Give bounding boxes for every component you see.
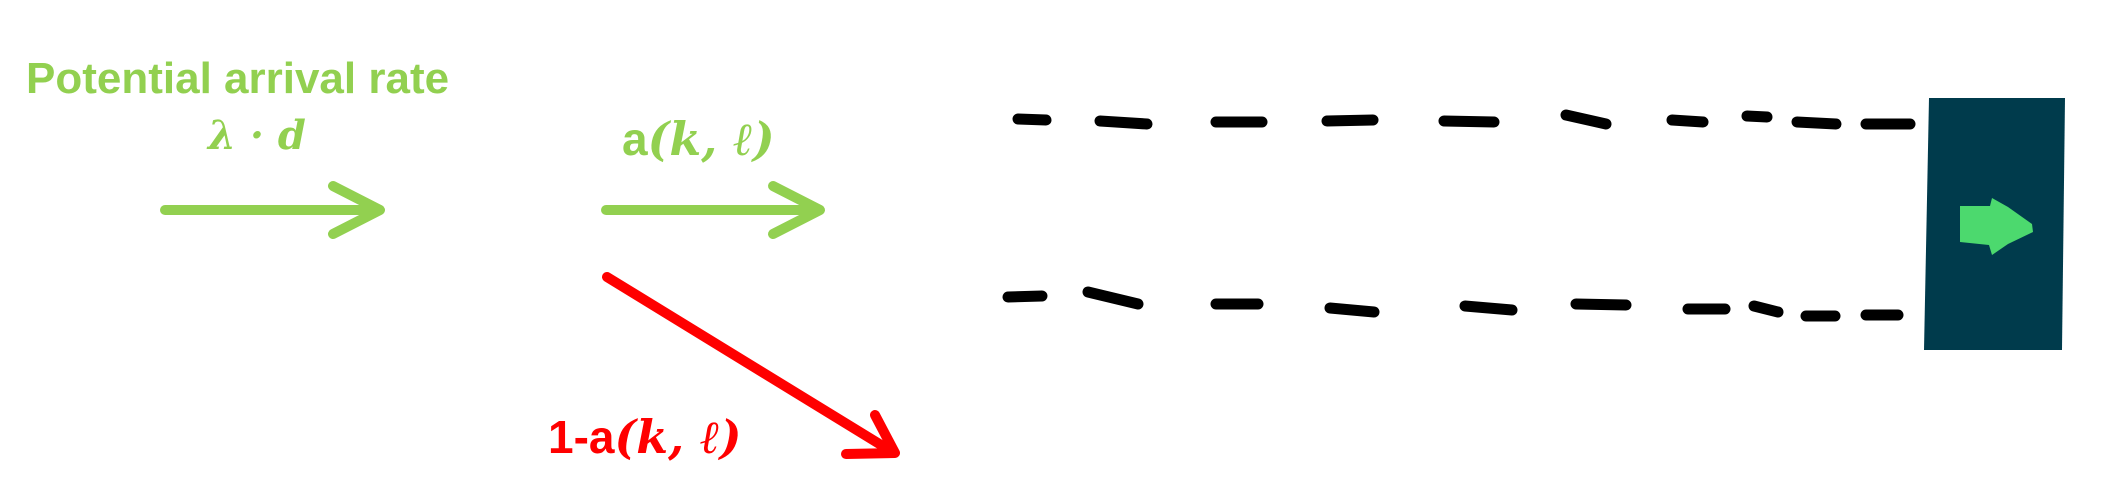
accepted-arrow: [601, 181, 825, 239]
reject-prefix: 1-a: [548, 411, 615, 463]
queue-top-boundary: [1012, 109, 1916, 130]
acceptance-probability-label: a(k, ℓ): [622, 112, 775, 166]
accept-args: (k, ℓ): [647, 112, 775, 166]
queue-bottom-boundary: [1002, 286, 1904, 322]
accept-prefix: a: [622, 113, 648, 165]
reject-args: (k, ℓ): [614, 410, 742, 464]
potential-arrival-arrow: [160, 181, 385, 239]
potential-rate-formula: λ · d: [208, 112, 306, 159]
lambda-d-expression: λ · d: [208, 112, 306, 159]
potential-arrival-rate-title: Potential arrival rate: [26, 54, 450, 103]
server: [1924, 98, 2065, 350]
rejected-arrow: [602, 272, 900, 459]
rejection-probability-label: 1-a(k, ℓ): [548, 410, 742, 464]
right-arrow-icon: [1960, 198, 2033, 255]
